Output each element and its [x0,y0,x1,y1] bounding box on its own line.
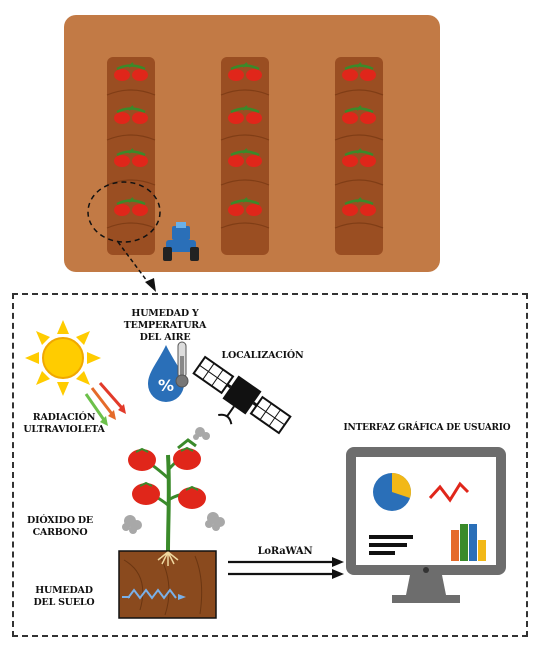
label-dioxido: DIÓXIDO DE CARBONO [27,515,93,538]
tomato-plant-icon [128,438,206,553]
monitor-icon [346,447,506,603]
svg-text:%: % [158,376,174,395]
robot-vehicle-icon [163,222,199,261]
sun-icon [25,320,101,396]
focus-circle [87,181,161,243]
lorawan-arrows [228,557,344,579]
uv-rays-icon [84,382,126,426]
bar-chart-icon [451,524,486,561]
label-humedad-suelo: HUMEDAD DEL SUELO [33,585,95,608]
label-lorawan: LoRaWAN [257,546,313,557]
soil-wave-icon [118,550,217,619]
co2-cloud-icon [122,427,225,534]
pie-chart-icon [373,473,411,511]
line-chart-icon [428,481,470,503]
label-localizacion: LOCALIZACIÓN [221,350,304,361]
sensor-panel [12,293,528,637]
label-humedad-aire: HUMEDAD Y TEMPERATURA DEL AIRE [123,308,207,343]
label-interfaz: INTERFAZ GRÁFICA DE USUARIO [343,423,511,433]
label-radiacion: RADIACIÓN ULTRAVIOLETA [23,412,105,435]
thermometer-icon [175,341,189,388]
text-lines [369,535,413,555]
water-drop-percent-icon: % [148,345,184,402]
satellite-icon [192,355,292,435]
